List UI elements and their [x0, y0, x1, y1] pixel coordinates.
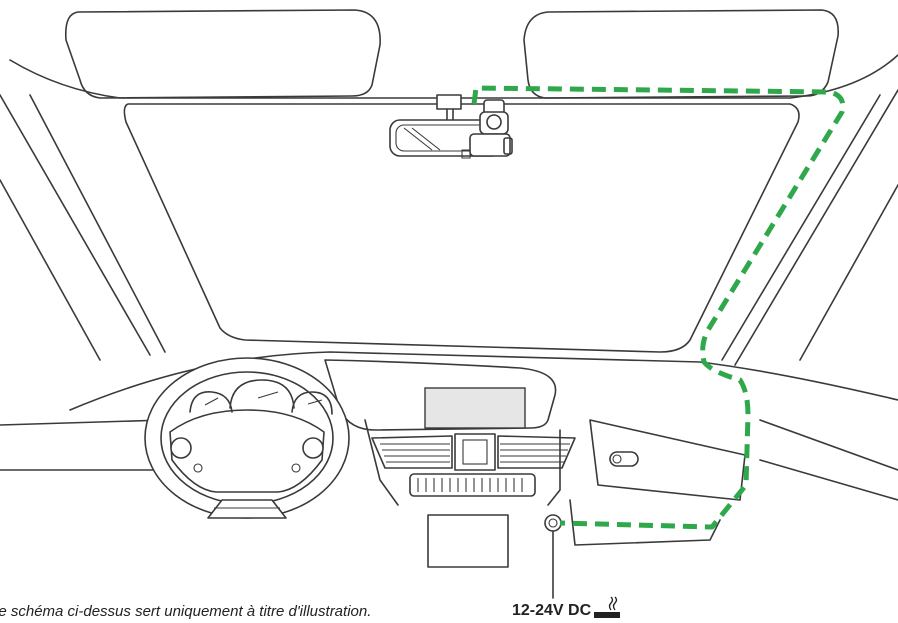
right-a-pillar: [721, 89, 898, 366]
left-sun-visor: [64, 9, 381, 99]
power-label: 12-24V DC: [512, 602, 592, 619]
infotainment-screen: [424, 387, 526, 429]
windshield: [123, 103, 800, 353]
dash-camera: [461, 99, 513, 159]
mirror-mount: [436, 94, 462, 110]
lower-console-box: [427, 514, 509, 568]
cable-route: [471, 85, 846, 530]
power-socket: [544, 514, 562, 532]
cigarette-lighter-icon: [594, 596, 620, 618]
right-sun-visor: [523, 9, 839, 99]
left-a-pillar: [0, 94, 166, 361]
lower-slot-panel: [409, 473, 536, 497]
dashboard-line: [69, 351, 898, 411]
illustration-caption: Le schéma ci-dessus sert uniquement à ti…: [0, 603, 372, 620]
glove-box: [589, 419, 746, 501]
center-air-vents: [371, 433, 576, 471]
instrument-gauges: [189, 379, 333, 415]
